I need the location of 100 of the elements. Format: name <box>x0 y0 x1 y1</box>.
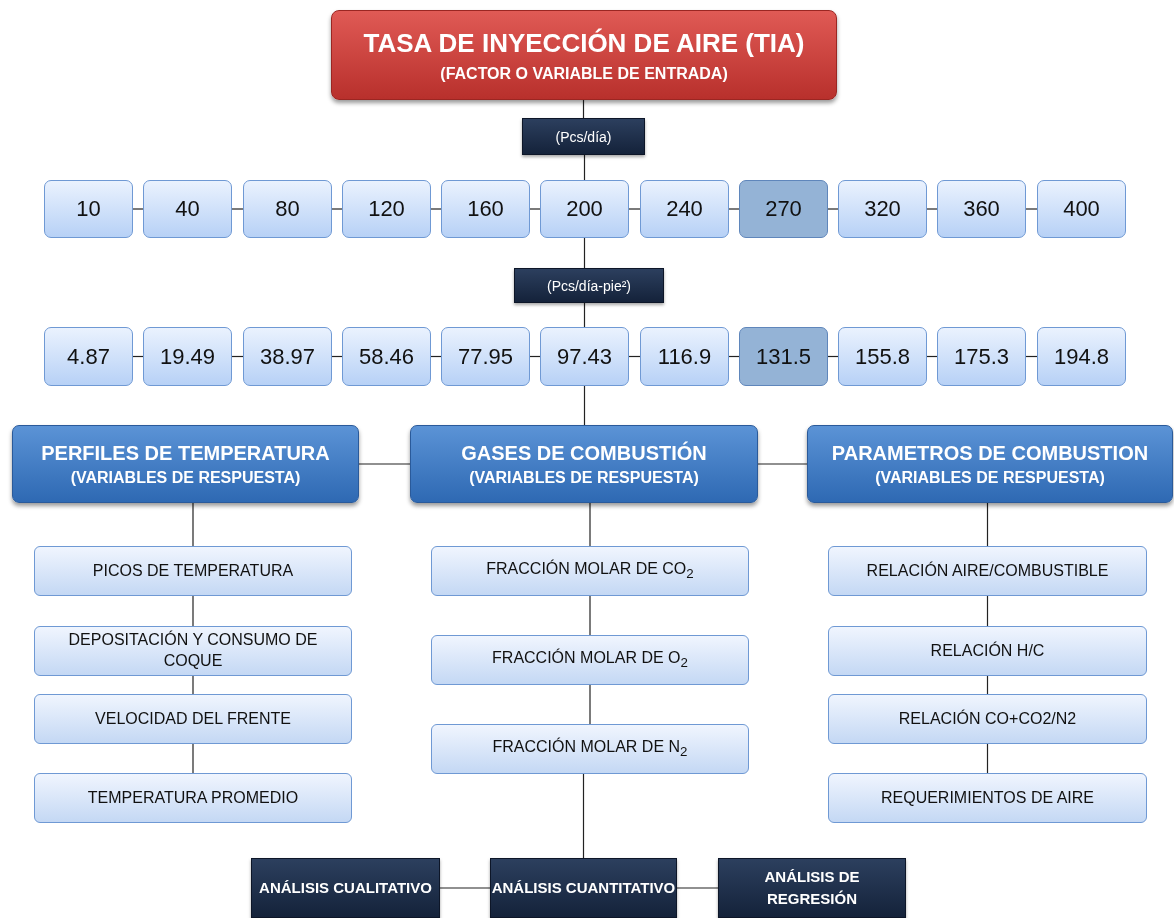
value-label: 120 <box>368 196 405 222</box>
category-subtitle: (VARIABLES DE RESPUESTA) <box>875 468 1105 487</box>
connector-line <box>192 743 194 774</box>
value-box <box>342 327 431 386</box>
value-box <box>1037 180 1126 238</box>
value-label: 360 <box>963 196 1000 222</box>
variable-label: TEMPERATURA PROMEDIO <box>87 787 299 808</box>
response-variable-box <box>828 694 1147 744</box>
connector-line <box>728 208 740 210</box>
highlighted-value-box <box>739 327 828 386</box>
response-variable-box <box>828 626 1147 676</box>
connector-line <box>926 208 938 210</box>
unit-box <box>522 118 645 155</box>
value-box <box>640 327 729 386</box>
variable-label: FRACCIÓN MOLAR DE O$_{2}$ <box>492 648 688 672</box>
factor-subtitle: (FACTOR O VARIABLE DE ENTRADA) <box>440 64 728 83</box>
value-box <box>441 327 530 386</box>
response-variable-box <box>34 546 352 596</box>
connector-line <box>132 208 144 210</box>
value-label: 80 <box>275 196 300 222</box>
value-label: 200 <box>566 196 603 222</box>
value-label: 40 <box>175 196 200 222</box>
response-variable-box <box>34 626 352 676</box>
connector-line <box>192 502 194 547</box>
response-variable-box <box>34 773 352 823</box>
value-label: 38.97 <box>259 343 316 370</box>
response-category-box <box>12 425 359 503</box>
variable-label: RELACIÓN H/C <box>930 640 1045 661</box>
value-box <box>838 180 927 238</box>
response-variable-box <box>828 773 1147 823</box>
value-box <box>937 180 1026 238</box>
factor-title: TASA DE INYECCIÓN DE AIRE (TIA) <box>363 27 805 59</box>
response-category-box <box>807 425 1173 503</box>
analysis-label: ANÁLISIS CUANTITATIVO <box>491 878 676 899</box>
connector-line <box>583 237 586 269</box>
value-box <box>540 180 629 238</box>
analysis-box <box>490 858 677 918</box>
analysis-box <box>718 858 906 918</box>
variable-label: RELACIÓN AIRE/COMBUSTIBLE <box>866 560 1109 581</box>
value-label: 116.9 <box>657 343 712 370</box>
response-category-box <box>410 425 758 503</box>
category-title: GASES DE COMBUSTIÓN <box>461 441 707 465</box>
connector-line <box>529 208 541 210</box>
analysis-label: ANÁLISIS DE REGRESIÓN <box>763 867 861 909</box>
connector-line <box>583 302 586 328</box>
value-label: 175.3 <box>953 343 1010 370</box>
value-label: 155.8 <box>854 343 911 370</box>
unit-label: (Pcs/día-pie²) <box>547 277 631 294</box>
value-box <box>838 327 927 386</box>
analysis-box <box>251 858 440 918</box>
connector-line <box>589 595 591 636</box>
value-box <box>243 180 332 238</box>
connector-line <box>628 208 641 210</box>
connector-line <box>589 684 591 725</box>
value-box <box>243 327 332 386</box>
value-label: 160 <box>467 196 504 222</box>
value-label: 77.95 <box>457 343 514 370</box>
variable-label: PICOS DE TEMPERATURA <box>92 560 294 581</box>
connector-line <box>582 773 585 859</box>
connector-line <box>986 743 989 774</box>
variable-label: FRACCIÓN MOLAR DE N$_{2}$ <box>492 737 688 761</box>
connector-line <box>358 463 411 465</box>
category-title: PARAMETROS DE COMBUSTION <box>831 441 1149 465</box>
value-box <box>1037 327 1126 386</box>
highlighted-value-box <box>739 180 828 238</box>
value-label: 400 <box>1063 196 1100 222</box>
connector-line <box>231 208 244 210</box>
value-label: 194.8 <box>1053 343 1110 370</box>
variable-label: REQUERIMIENTOS DE AIRE <box>880 787 1095 808</box>
value-label: 19.49 <box>159 343 216 370</box>
connector-line <box>589 502 591 547</box>
connector-line <box>331 208 343 210</box>
variable-label: DEPOSITACIÓN Y CONSUMO DE COQUE <box>67 630 319 671</box>
value-label: 131.5 <box>755 343 812 370</box>
value-box <box>143 327 232 386</box>
value-label: 10 <box>76 196 101 222</box>
value-label: 58.46 <box>358 343 415 370</box>
value-box <box>342 180 431 238</box>
analysis-label: ANÁLISIS CUALITATIVO <box>259 878 432 899</box>
value-label: 240 <box>666 196 703 222</box>
response-variable-box <box>431 724 749 774</box>
value-label: 320 <box>864 196 901 222</box>
connector-line <box>1025 208 1038 210</box>
connector-line <box>827 208 839 210</box>
connector-line <box>439 887 491 889</box>
value-label: 4.87 <box>67 343 110 370</box>
connector-line <box>192 595 194 627</box>
response-variable-box <box>431 635 749 685</box>
category-title: PERFILES DE TEMPERATURA <box>41 441 330 465</box>
connector-line <box>986 502 989 547</box>
value-box <box>44 180 133 238</box>
variable-label: FRACCIÓN MOLAR DE CO$_{2}$ <box>486 559 694 583</box>
connector-line <box>986 595 989 627</box>
response-variable-box <box>34 694 352 744</box>
connector-line <box>757 463 808 465</box>
value-box <box>44 327 133 386</box>
value-box <box>540 327 629 386</box>
category-subtitle: (VARIABLES DE RESPUESTA) <box>469 468 699 487</box>
connector-line <box>676 887 719 889</box>
variable-label: RELACIÓN CO+CO2/N2 <box>898 708 1077 729</box>
